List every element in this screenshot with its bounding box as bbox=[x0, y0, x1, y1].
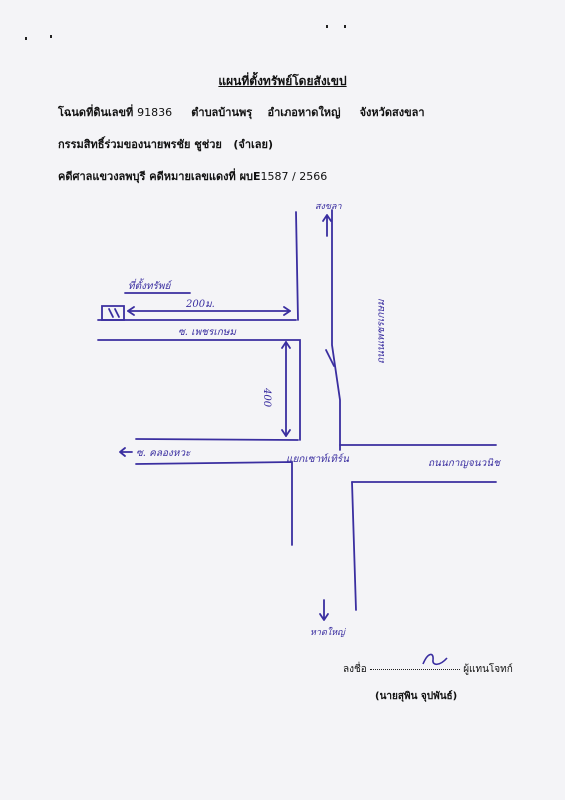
south-arrow bbox=[319, 599, 329, 621]
location-map: ที่ตั้งทรัพย์ 200ม. ซ. เพชรเกษม 400 ซ. ค… bbox=[97, 202, 501, 638]
label-junction: แยกเซาท์เทิร์น bbox=[286, 453, 350, 465]
case-line: คดีศาลแขวงลพบุรี คดีหมายเลขแดงที่ ผบE158… bbox=[58, 167, 327, 185]
label-vertical-road: ถนนเพชรเกษม bbox=[376, 298, 387, 364]
road-edge bbox=[135, 461, 293, 546]
signer-name: (นายสุพิน จุปพันธ์) bbox=[375, 691, 458, 702]
handwritten-signature bbox=[422, 653, 448, 666]
sign-prefix: ลงชื่อ bbox=[343, 664, 367, 675]
document-title: แผนที่ตั้งทรัพย์โดยสังเขป bbox=[218, 74, 347, 88]
scan-speck bbox=[50, 35, 52, 38]
label-left-road: ซ. คลองหวะ bbox=[136, 448, 191, 459]
property-box bbox=[101, 305, 125, 321]
west-arrow bbox=[119, 447, 133, 457]
signature-dots bbox=[370, 661, 460, 670]
district: อำเภอหาดใหญ่ bbox=[267, 106, 341, 119]
road-edge bbox=[295, 211, 299, 321]
label-right-road: ถนนกาญจนวนิช bbox=[428, 457, 501, 469]
north-arrow bbox=[322, 214, 332, 237]
road-edge bbox=[351, 481, 357, 611]
subdistrict: ตำบลบ้านพรุ bbox=[191, 106, 253, 119]
label-north: สงขลา bbox=[315, 202, 343, 212]
scan-speck bbox=[25, 37, 27, 40]
road-edge bbox=[135, 438, 299, 441]
property-hatch bbox=[108, 308, 120, 318]
label-200: 200ม. bbox=[185, 299, 215, 310]
road-edge bbox=[97, 339, 301, 441]
defendant: (จำเลย) bbox=[233, 138, 273, 151]
signature-line: ลงชื่อ ผู้แทนโจทก์ bbox=[343, 662, 513, 677]
deed-number: 91836 bbox=[137, 106, 173, 119]
case-label: คดีศาลแขวงลพบุรี คดีหมายเลขแดงที่ ผบ bbox=[58, 170, 254, 183]
sign-suffix: ผู้แทนโจทก์ bbox=[463, 664, 513, 675]
label-400: 400 bbox=[261, 387, 272, 408]
case-number: 1587 / 2566 bbox=[260, 170, 328, 183]
road-edge bbox=[331, 209, 341, 451]
province: จังหวัดสงขลา bbox=[359, 106, 425, 119]
ownership: กรรมสิทธิ์ร่วมของนายพรชัย ชูช่วย bbox=[58, 138, 222, 151]
deed-label: โฉนดที่ดินเลขที่ bbox=[58, 106, 134, 119]
case-e: E bbox=[253, 170, 261, 183]
label-south: หาดใหญ่ bbox=[310, 626, 347, 638]
deed-line: โฉนดที่ดินเลขที่ 91836 ตำบลบ้านพรุ อำเภอ… bbox=[58, 103, 425, 121]
scan-speck bbox=[344, 25, 346, 28]
label-soi: ซ. เพชรเกษม bbox=[178, 327, 237, 338]
ownership-line: กรรมสิทธิ์ร่วมของนายพรชัย ชูช่วย (จำเลย) bbox=[58, 135, 273, 153]
scan-speck bbox=[326, 25, 328, 28]
label-property: ที่ตั้งทรัพย์ bbox=[128, 278, 172, 292]
